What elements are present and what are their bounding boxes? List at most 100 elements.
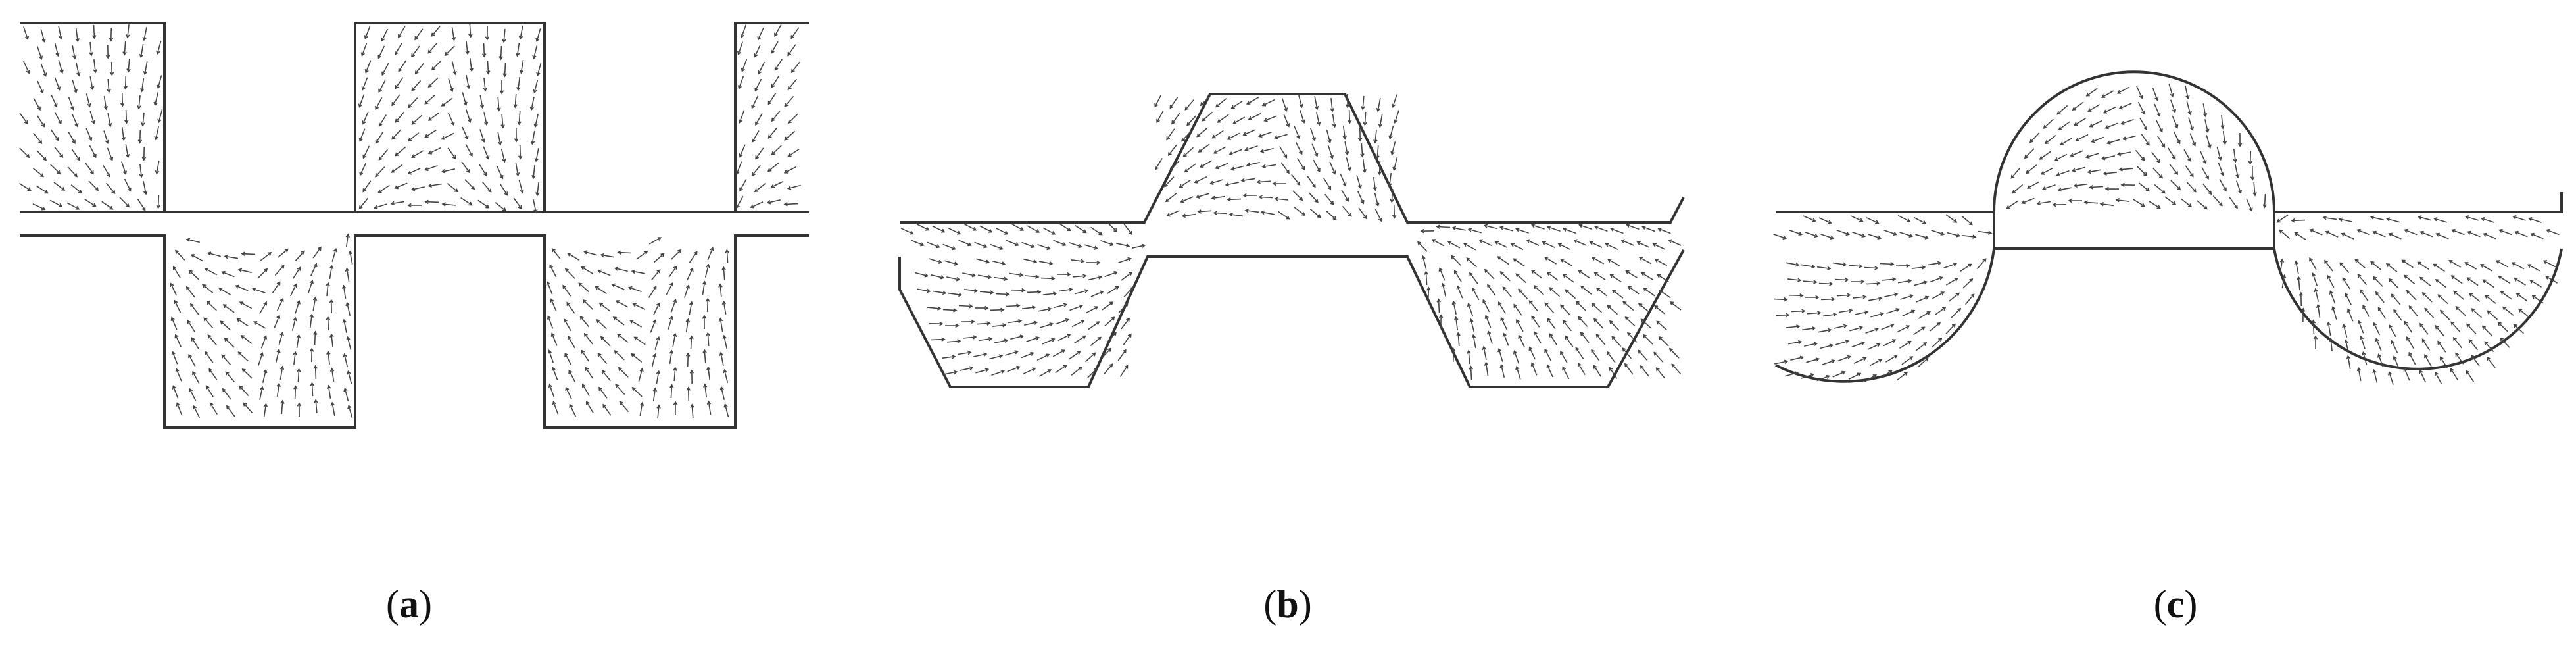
field-arrow — [2370, 261, 2382, 270]
field-arrow — [414, 28, 424, 41]
field-arrow — [1084, 352, 1096, 363]
field-arrow — [398, 25, 406, 38]
field-arrow — [207, 251, 221, 257]
field-arrow — [1104, 316, 1115, 327]
field-arrow — [2484, 294, 2496, 304]
field-arrow — [2450, 275, 2463, 284]
field-arrow — [275, 348, 281, 363]
field-arrow — [706, 366, 711, 381]
field-arrow — [2222, 130, 2227, 145]
field-arrow — [2453, 290, 2465, 301]
field-arrow — [342, 318, 347, 333]
field-arrow — [915, 272, 929, 278]
field-arrow — [1657, 274, 1669, 282]
field-arrow — [684, 284, 691, 298]
panel-a-lower-outline — [20, 234, 809, 429]
field-arrow — [1945, 323, 1956, 334]
field-arrow — [346, 336, 352, 350]
field-arrow — [990, 243, 1004, 251]
field-arrow — [564, 352, 572, 366]
field-arrow — [2104, 186, 2120, 191]
field-arrow — [2250, 166, 2255, 181]
field-arrow — [2039, 151, 2051, 160]
field-arrow — [948, 292, 963, 297]
field-arrow — [40, 29, 46, 43]
field-arrow — [958, 304, 973, 309]
field-arrow — [188, 353, 196, 367]
field-arrow — [547, 315, 554, 329]
field-arrow — [75, 28, 80, 43]
field-arrow — [2173, 131, 2181, 145]
field-arrow — [171, 351, 178, 365]
field-arrow — [1791, 309, 1806, 313]
field-arrow — [1202, 111, 1213, 122]
field-arrow — [2219, 178, 2227, 192]
field-arrow — [1544, 257, 1557, 265]
field-arrow — [411, 45, 420, 58]
field-arrow — [1181, 131, 1192, 142]
field-arrow — [751, 95, 759, 109]
field-arrow — [2316, 303, 2321, 318]
field-arrow — [673, 401, 678, 416]
field-arrow — [2404, 228, 2418, 236]
field-arrow — [407, 132, 420, 142]
field-arrow — [2185, 86, 2190, 100]
field-arrow — [258, 352, 264, 366]
field-arrow — [137, 129, 143, 144]
field-arrow — [19, 147, 30, 159]
field-arrow — [377, 45, 385, 59]
field-arrow — [2262, 193, 2267, 209]
field-arrow — [2450, 321, 2461, 332]
field-arrow — [252, 288, 266, 293]
field-arrow — [224, 254, 239, 259]
field-arrow — [410, 186, 425, 191]
field-arrow — [569, 403, 577, 417]
field-arrow — [2466, 277, 2479, 286]
field-arrow — [2291, 218, 2306, 223]
field-arrow — [2204, 119, 2210, 134]
field-arrow — [224, 337, 235, 348]
field-arrow — [758, 61, 766, 75]
field-arrow — [519, 59, 524, 74]
field-arrow — [1773, 234, 1787, 240]
field-arrow — [784, 130, 796, 141]
field-arrow — [650, 319, 657, 333]
field-arrow — [1244, 145, 1258, 152]
field-arrow — [497, 97, 501, 112]
field-arrow — [1927, 261, 1942, 266]
field-arrow — [1657, 227, 1671, 234]
field-arrow — [1023, 367, 1036, 374]
field-arrow — [2091, 136, 2104, 143]
field-arrow — [2056, 105, 2068, 115]
field-arrow — [1467, 349, 1471, 365]
field-arrow — [1039, 261, 1054, 266]
field-arrow — [518, 145, 523, 160]
field-arrow — [395, 42, 402, 55]
field-arrow — [2464, 262, 2477, 270]
field-arrow — [1211, 195, 1226, 201]
field-arrow — [262, 368, 268, 383]
field-arrow — [1627, 286, 1640, 295]
field-arrow — [126, 24, 130, 39]
field-arrow — [2043, 118, 2054, 129]
field-arrow — [431, 25, 441, 37]
field-arrow — [477, 199, 490, 209]
field-arrow — [790, 61, 800, 73]
field-arrow — [451, 61, 457, 76]
field-arrow — [427, 112, 440, 121]
field-arrow — [550, 298, 557, 312]
field-arrow — [1274, 197, 1288, 201]
field-arrow — [1273, 134, 1288, 139]
field-arrow — [513, 93, 518, 109]
field-arrow — [2377, 353, 2384, 367]
field-arrow — [1436, 298, 1441, 313]
field-arrow — [447, 147, 456, 160]
field-arrow — [1024, 320, 1038, 326]
field-arrow — [237, 268, 252, 274]
field-arrow — [533, 80, 539, 94]
field-arrow — [1071, 259, 1085, 263]
field-arrow — [2346, 355, 2351, 370]
field-arrow — [1378, 114, 1383, 128]
field-arrow — [1057, 334, 1071, 342]
field-arrow — [787, 78, 798, 90]
